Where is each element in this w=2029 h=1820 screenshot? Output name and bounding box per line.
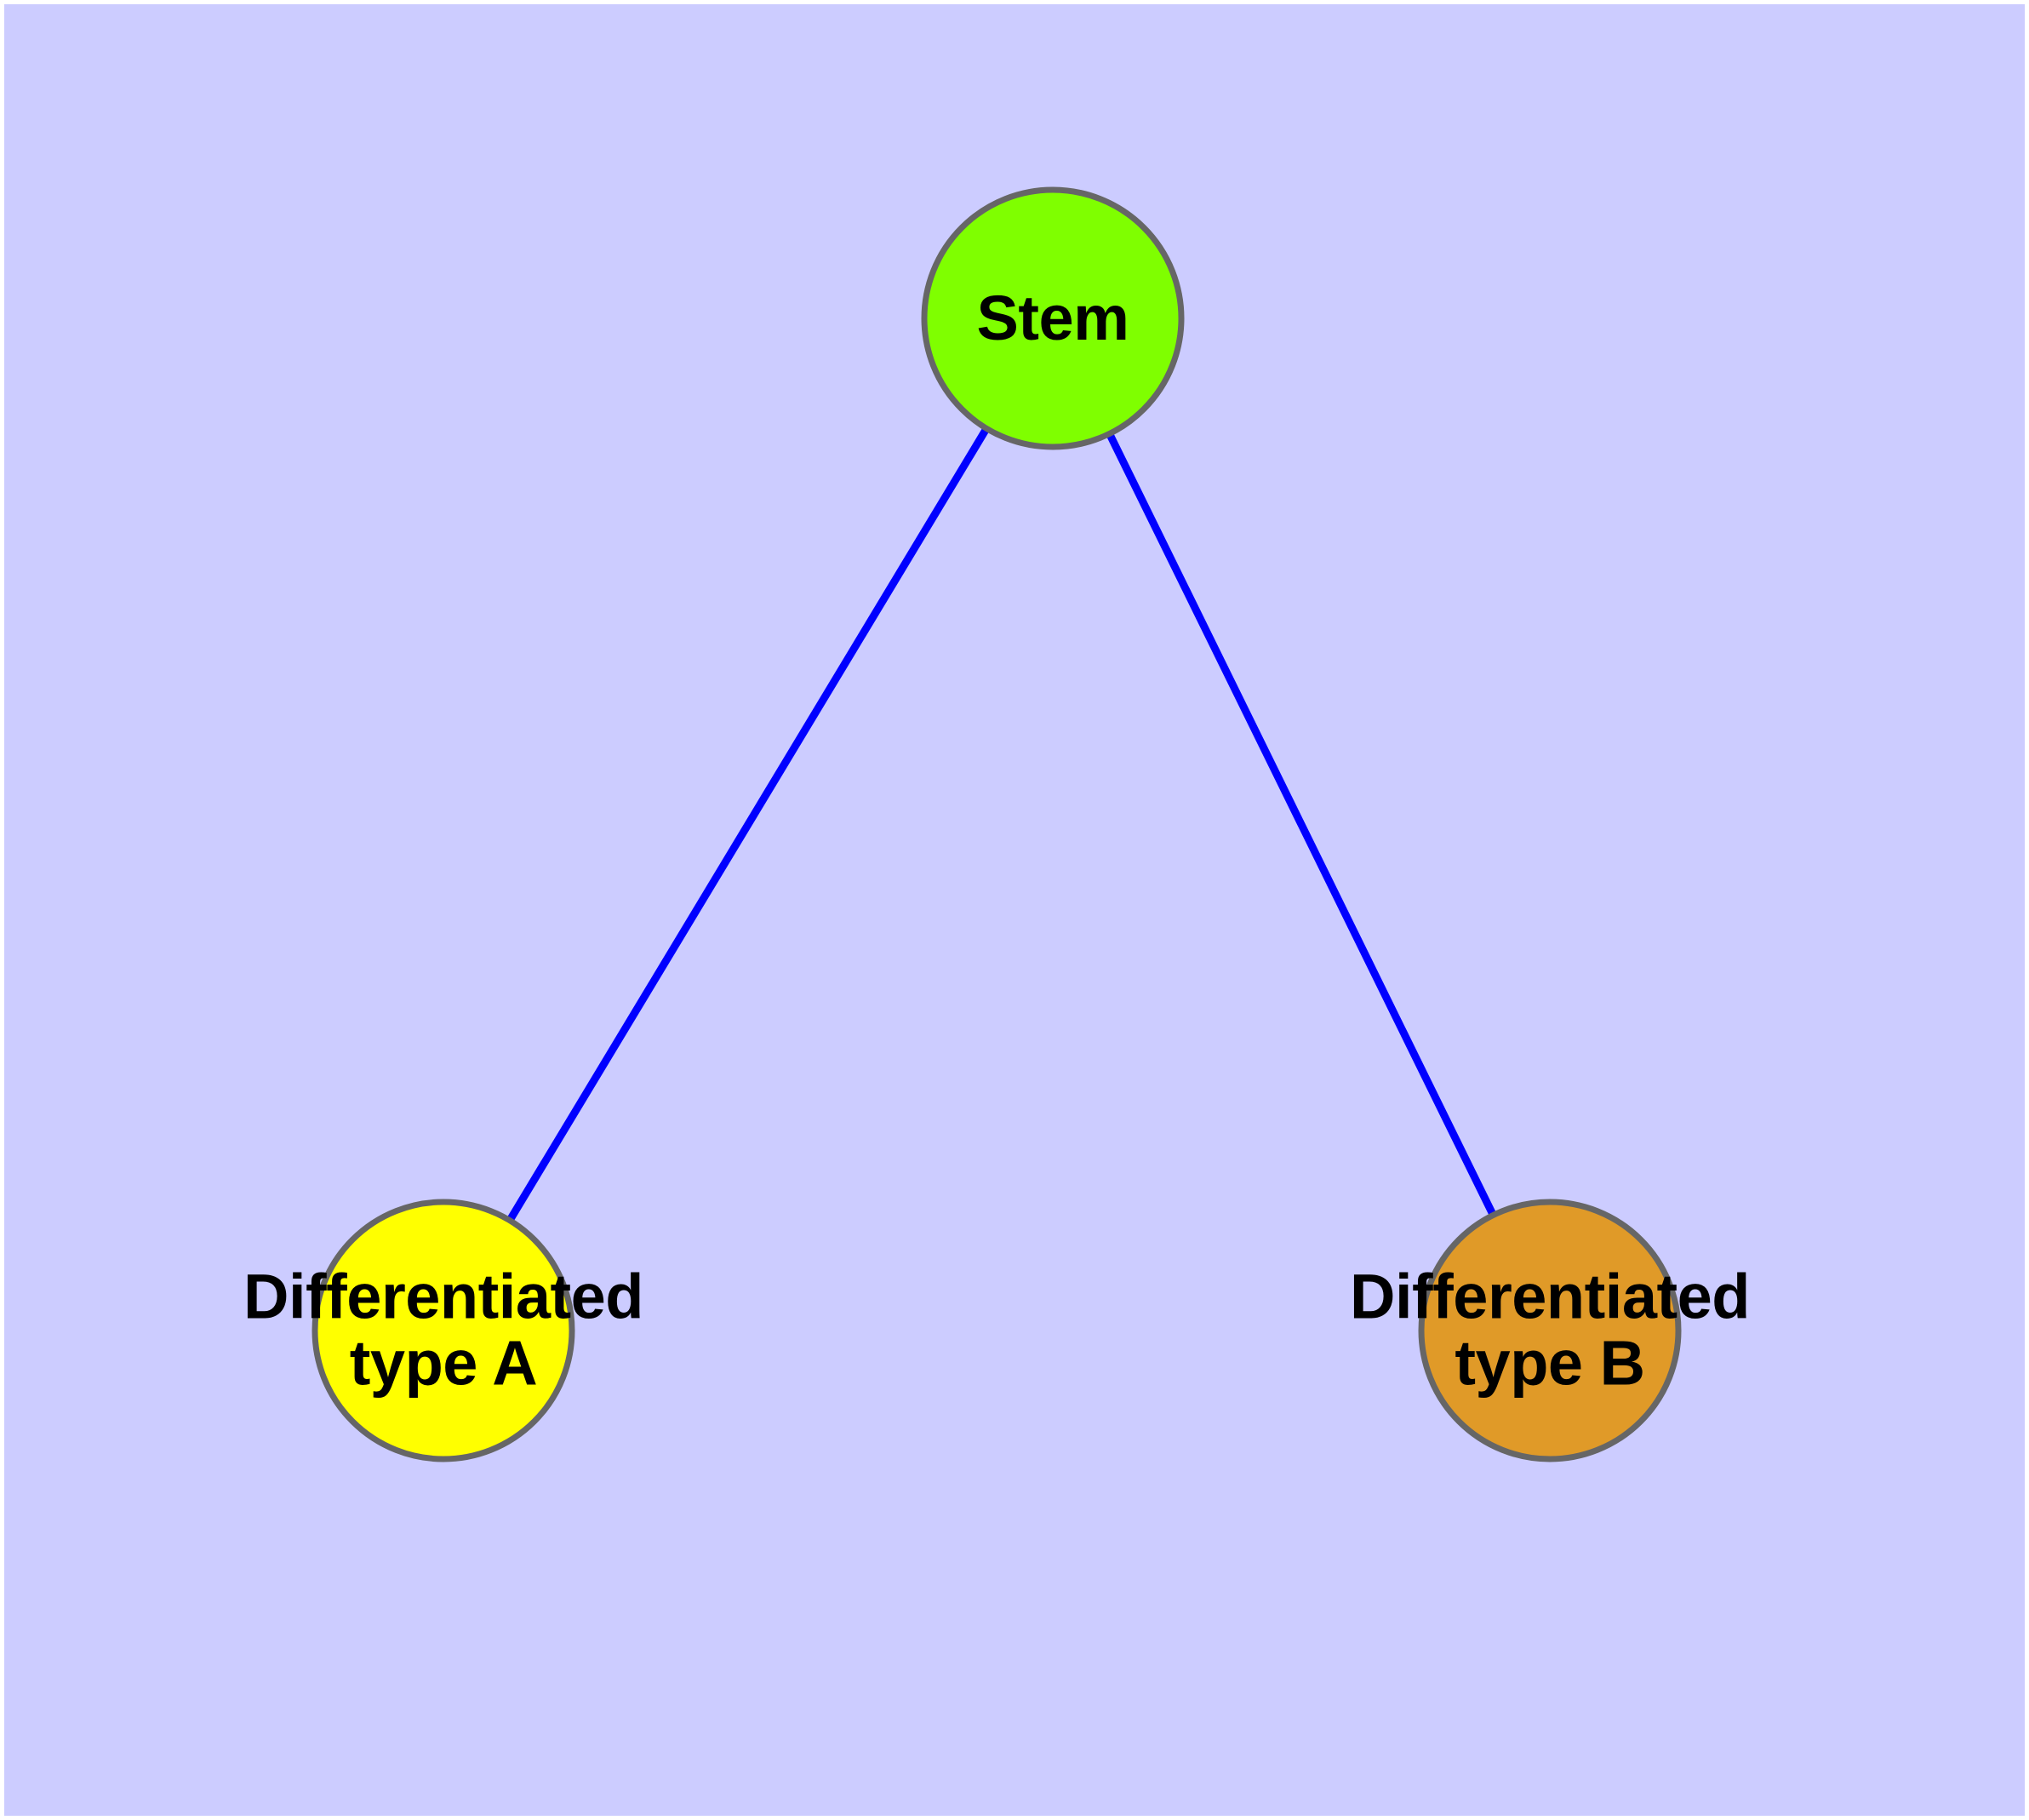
node-layer [311,186,1682,1462]
diagram-plot-area: Stem Differentiated type A Differentiate… [4,4,2025,1816]
node-stem[interactable] [921,186,1185,450]
edge-layer [440,316,1554,1333]
node-differentiated-type-b[interactable] [1418,1199,1682,1462]
node-differentiated-type-a[interactable] [311,1199,575,1462]
edge-stem-to-differentiated-type-b[interactable] [1049,317,1554,1332]
graph-svg [311,186,1682,1462]
edge-stem-to-differentiated-type-a[interactable] [440,316,1056,1333]
